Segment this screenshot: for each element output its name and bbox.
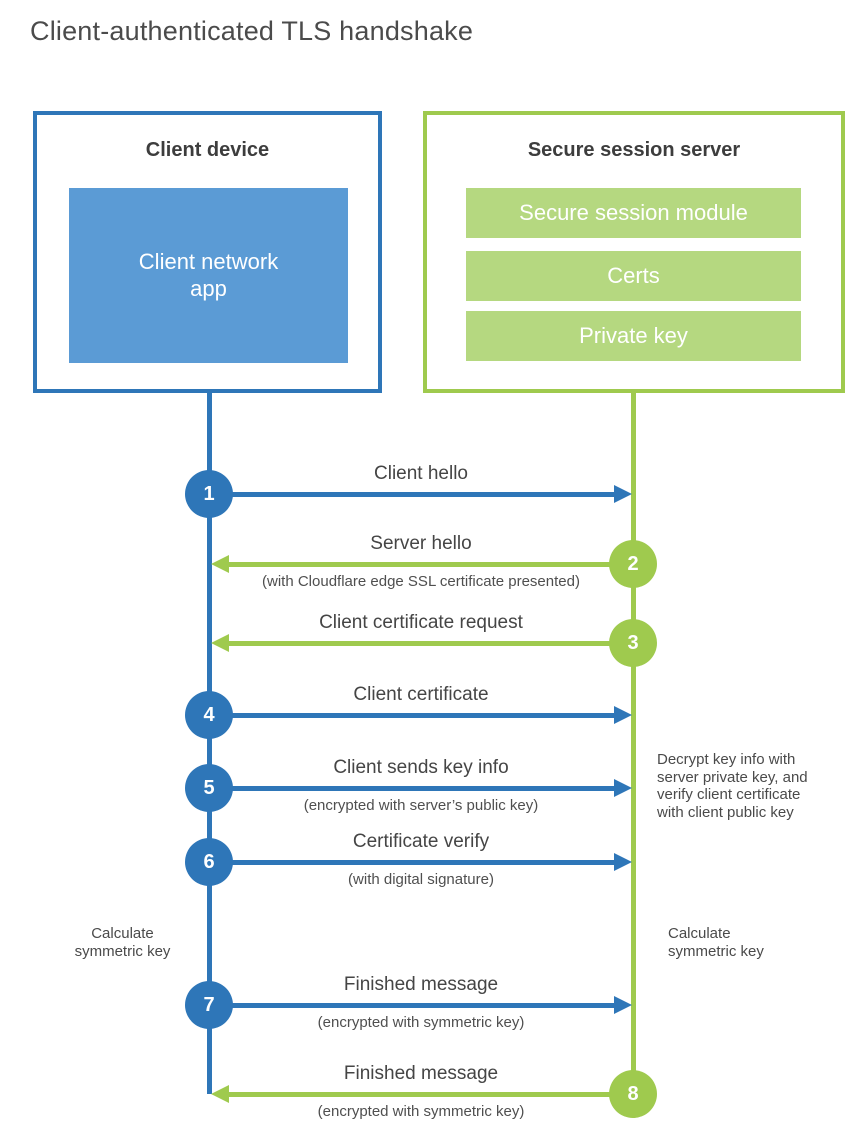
arrow-left-icon xyxy=(211,555,229,573)
server-module-secure-session-module: Secure session module xyxy=(466,188,801,238)
server-module-certs: Certs xyxy=(466,251,801,301)
step-3-arrow xyxy=(211,634,633,652)
step-3-circle: 3 xyxy=(609,619,657,667)
client-calculate-symmetric-key-note: Calculate symmetric key xyxy=(74,925,171,960)
step-2-label: Server hello xyxy=(370,533,472,554)
step-5-label: Client sends key info xyxy=(333,757,509,778)
arrow-right-icon xyxy=(614,996,632,1014)
step-7-circle: 7 xyxy=(185,981,233,1029)
step-6-label: Certificate verify xyxy=(352,831,490,852)
page-title: Client-authenticated TLS handshake xyxy=(30,16,474,46)
client-network-app-box: Client network app xyxy=(69,188,348,363)
step-4-label: Client certificate xyxy=(353,684,489,705)
step-1-arrow xyxy=(211,485,632,503)
step-7-arrow xyxy=(211,996,632,1014)
secure-session-server-box: Secure session server Secure session mod… xyxy=(423,111,845,393)
arrow-right-icon xyxy=(614,853,632,871)
step-3-label: Client certificate request xyxy=(319,612,523,633)
step-2-circle: 2 xyxy=(609,540,657,588)
step-5-circle: 5 xyxy=(185,764,233,812)
arrow-left-icon xyxy=(211,634,229,652)
step-8-arrow xyxy=(211,1085,633,1103)
client-lifeline xyxy=(207,391,212,1094)
step-8-sublabel: (encrypted with symmetric key) xyxy=(317,1103,525,1120)
step-6-arrow xyxy=(211,853,632,871)
step-1-circle: 1 xyxy=(185,470,233,518)
step-4-circle: 4 xyxy=(185,691,233,739)
step-5-arrow xyxy=(211,779,632,797)
server-lifeline xyxy=(631,391,636,1094)
step-2-sublabel: (with Cloudflare edge SSL certificate pr… xyxy=(262,573,580,590)
client-device-box: Client device Client network app xyxy=(33,111,382,393)
step-6-sublabel: (with digital signature) xyxy=(348,871,494,888)
step-5-sublabel: (encrypted with server’s public key) xyxy=(303,797,539,814)
step-7-sublabel: (encrypted with symmetric key) xyxy=(317,1014,525,1031)
arrow-right-icon xyxy=(614,779,632,797)
server-module-private-key: Private key xyxy=(466,311,801,361)
arrow-left-icon xyxy=(211,1085,229,1103)
client-device-title: Client device xyxy=(145,139,270,161)
arrow-right-icon xyxy=(614,706,632,724)
step-2-arrow xyxy=(211,555,633,573)
step-8-circle: 8 xyxy=(609,1070,657,1118)
server-decrypt-note: Decrypt key info with server private key… xyxy=(657,751,808,821)
step-8-label: Finished message xyxy=(343,1063,499,1084)
secure-session-server-title: Secure session server xyxy=(527,139,741,161)
server-calculate-symmetric-key-note: Calculate symmetric key xyxy=(668,925,764,960)
step-7-label: Finished message xyxy=(343,974,499,995)
step-4-arrow xyxy=(211,706,632,724)
arrow-right-icon xyxy=(614,485,632,503)
step-1-label: Client hello xyxy=(374,463,468,484)
step-6-circle: 6 xyxy=(185,838,233,886)
